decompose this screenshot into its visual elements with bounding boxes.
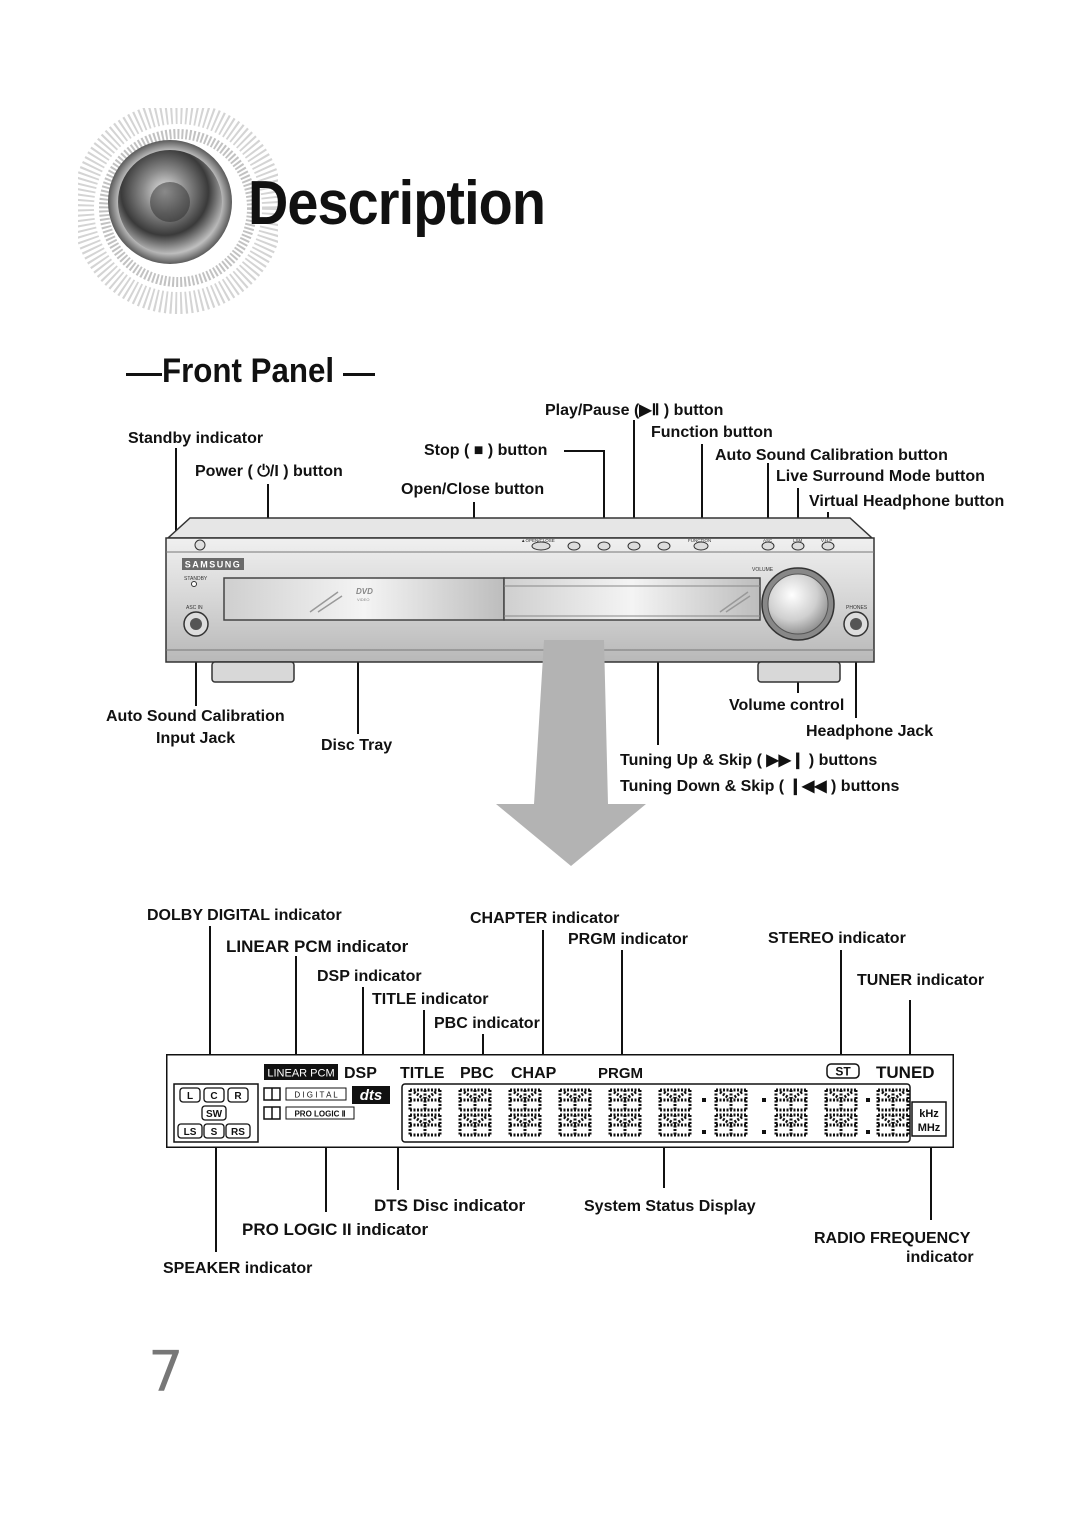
device-brand: SAMSUNG: [185, 560, 242, 570]
segment-pbc: PBC: [460, 1065, 494, 1082]
status-digit-cell: [408, 1088, 442, 1137]
speaker-label-c: C: [210, 1091, 217, 1102]
down-arrow-icon: [496, 640, 646, 866]
device-asc-label: ASC: [763, 538, 773, 543]
segment-title: TITLE: [400, 1065, 445, 1082]
label-dolby-digital: DOLBY DIGITAL indicator: [147, 907, 342, 924]
status-separator-dot: [866, 1098, 870, 1102]
segment-pro-logic: PRO LOGIC Ⅱ: [294, 1110, 345, 1119]
label-stereo: STEREO indicator: [768, 930, 906, 947]
speaker-label-ls: LS: [184, 1127, 197, 1138]
label-system-status: System Status Display: [584, 1198, 756, 1215]
speaker-box-c: [203, 1087, 225, 1103]
label-live-surround: Live Surround Mode button: [776, 468, 985, 485]
speaker-label-r: R: [234, 1091, 242, 1102]
label-play-pause: Play/Pause (▶Ⅱ ) button: [545, 402, 724, 419]
label-stop: Stop ( ■ ) button: [424, 442, 548, 459]
label-headphone-jack: Headphone Jack: [806, 723, 934, 740]
device-phones-label: PHONES: [846, 605, 868, 611]
status-digit-cell: [508, 1088, 542, 1137]
label-volume-control: Volume control: [729, 697, 845, 714]
status-digit-cell: [824, 1088, 858, 1137]
label-pro-logic: PRO LOGIC II indicator: [242, 1220, 429, 1239]
label-tuner: TUNER indicator: [857, 972, 985, 989]
segment-dts: dts: [360, 1087, 383, 1104]
label-auto-cal-button: Auto Sound Calibration button: [715, 447, 948, 464]
status-separator-dot: [702, 1098, 706, 1102]
front-display-panel: LINEAR PCM DSP TITLE PBC CHAP PRGM ST TU…: [166, 1054, 954, 1148]
label-chapter: CHAPTER indicator: [470, 910, 620, 927]
segment-chap: CHAP: [511, 1065, 557, 1082]
section-rule-right: [343, 373, 375, 376]
device-open-close-label: ▲OPEN/CLOSE: [521, 538, 555, 543]
label-title: TITLE indicator: [372, 991, 489, 1008]
status-digit-cell: [608, 1088, 642, 1137]
speaker-box-sw: [201, 1105, 227, 1121]
segment-digital: D I G I T A L: [294, 1091, 338, 1100]
device-video-logo: VIDEO: [357, 597, 369, 602]
speaker-box-s: [203, 1123, 225, 1139]
label-dsp: DSP indicator: [317, 968, 422, 985]
status-digit-cell: [558, 1088, 592, 1137]
device-vhp-label: V.H.P: [821, 538, 832, 543]
device-dvd-logo: DVD: [356, 587, 373, 596]
label-virtual-headphone: Virtual Headphone button: [809, 493, 1005, 510]
status-separator-dot: [702, 1130, 706, 1134]
page-number: 7: [148, 1340, 184, 1405]
label-radio-frequency-line2: indicator: [906, 1249, 974, 1266]
label-tuning-up: Tuning Up & Skip ( ▶▶❙ ) buttons: [620, 752, 878, 769]
label-tuning-down: Tuning Down & Skip ( ❙◀◀ ) buttons: [620, 778, 900, 795]
speaker-label-sw: SW: [206, 1109, 223, 1120]
page-title: Description: [248, 169, 546, 238]
segment-tuned: TUNED: [876, 1063, 935, 1082]
label-disc-tray: Disc Tray: [321, 737, 393, 754]
label-open-close: Open/Close button: [401, 481, 545, 498]
section-rule-left: [126, 373, 162, 376]
speaker-label-s: S: [211, 1127, 218, 1138]
label-dts: DTS Disc indicator: [374, 1196, 526, 1215]
status-separator-dot: [762, 1098, 766, 1102]
status-separator-dot: [762, 1130, 766, 1134]
label-auto-cal-jack: Auto Sound Calibration: [106, 708, 285, 725]
status-digit-cell: [876, 1088, 910, 1137]
label-linear-pcm: LINEAR PCM indicator: [226, 937, 409, 956]
system-status-digits: [408, 1088, 910, 1137]
speaker-box-r: [227, 1087, 249, 1103]
status-separator-dot: [866, 1130, 870, 1134]
speaker-label-rs: RS: [231, 1127, 245, 1138]
status-digit-cell: [658, 1088, 692, 1137]
label-pbc: PBC indicator: [434, 1015, 540, 1032]
speaker-label-l: L: [187, 1091, 193, 1102]
device-function-label: FUNCTION: [688, 538, 711, 543]
status-digit-cell: [458, 1088, 492, 1137]
device-standby-label: STANDBY: [184, 576, 208, 582]
device-asc-in-label: ASC IN: [186, 605, 203, 611]
device-volume-label: VOLUME: [752, 567, 774, 573]
speaker-indicators: L C R SW LS S RS: [177, 1087, 251, 1139]
label-function: Function button: [651, 424, 773, 441]
dvd-receiver-front-panel: SAMSUNG STANDBY ASC IN PHONES VOLUME ▲OP…: [165, 517, 875, 683]
segment-prgm: PRGM: [598, 1065, 643, 1082]
speaker-box-ls: [177, 1123, 203, 1139]
label-standby: Standby indicator: [128, 430, 264, 447]
segment-mhz: MHz: [918, 1122, 941, 1134]
status-digit-cell: [774, 1088, 808, 1137]
speaker-box-rs: [225, 1123, 251, 1139]
speaker-emblem-icon: [78, 108, 278, 314]
speaker-box-l: [179, 1087, 201, 1103]
segment-dsp: DSP: [344, 1065, 377, 1082]
status-digit-cell: [714, 1088, 748, 1137]
segment-st: ST: [835, 1065, 851, 1079]
label-radio-frequency: RADIO FREQUENCY: [814, 1230, 971, 1247]
label-auto-cal-jack-line2: Input Jack: [156, 730, 236, 747]
segment-khz: kHz: [919, 1108, 939, 1120]
device-lsm-label: LSM: [793, 538, 803, 543]
section-title: Front Panel: [162, 352, 335, 390]
label-prgm: PRGM indicator: [568, 931, 689, 948]
label-speaker: SPEAKER indicator: [163, 1260, 313, 1277]
label-power: Power ( ⏻/I ) button: [195, 463, 343, 480]
segment-linear-pcm: LINEAR PCM: [267, 1068, 334, 1080]
